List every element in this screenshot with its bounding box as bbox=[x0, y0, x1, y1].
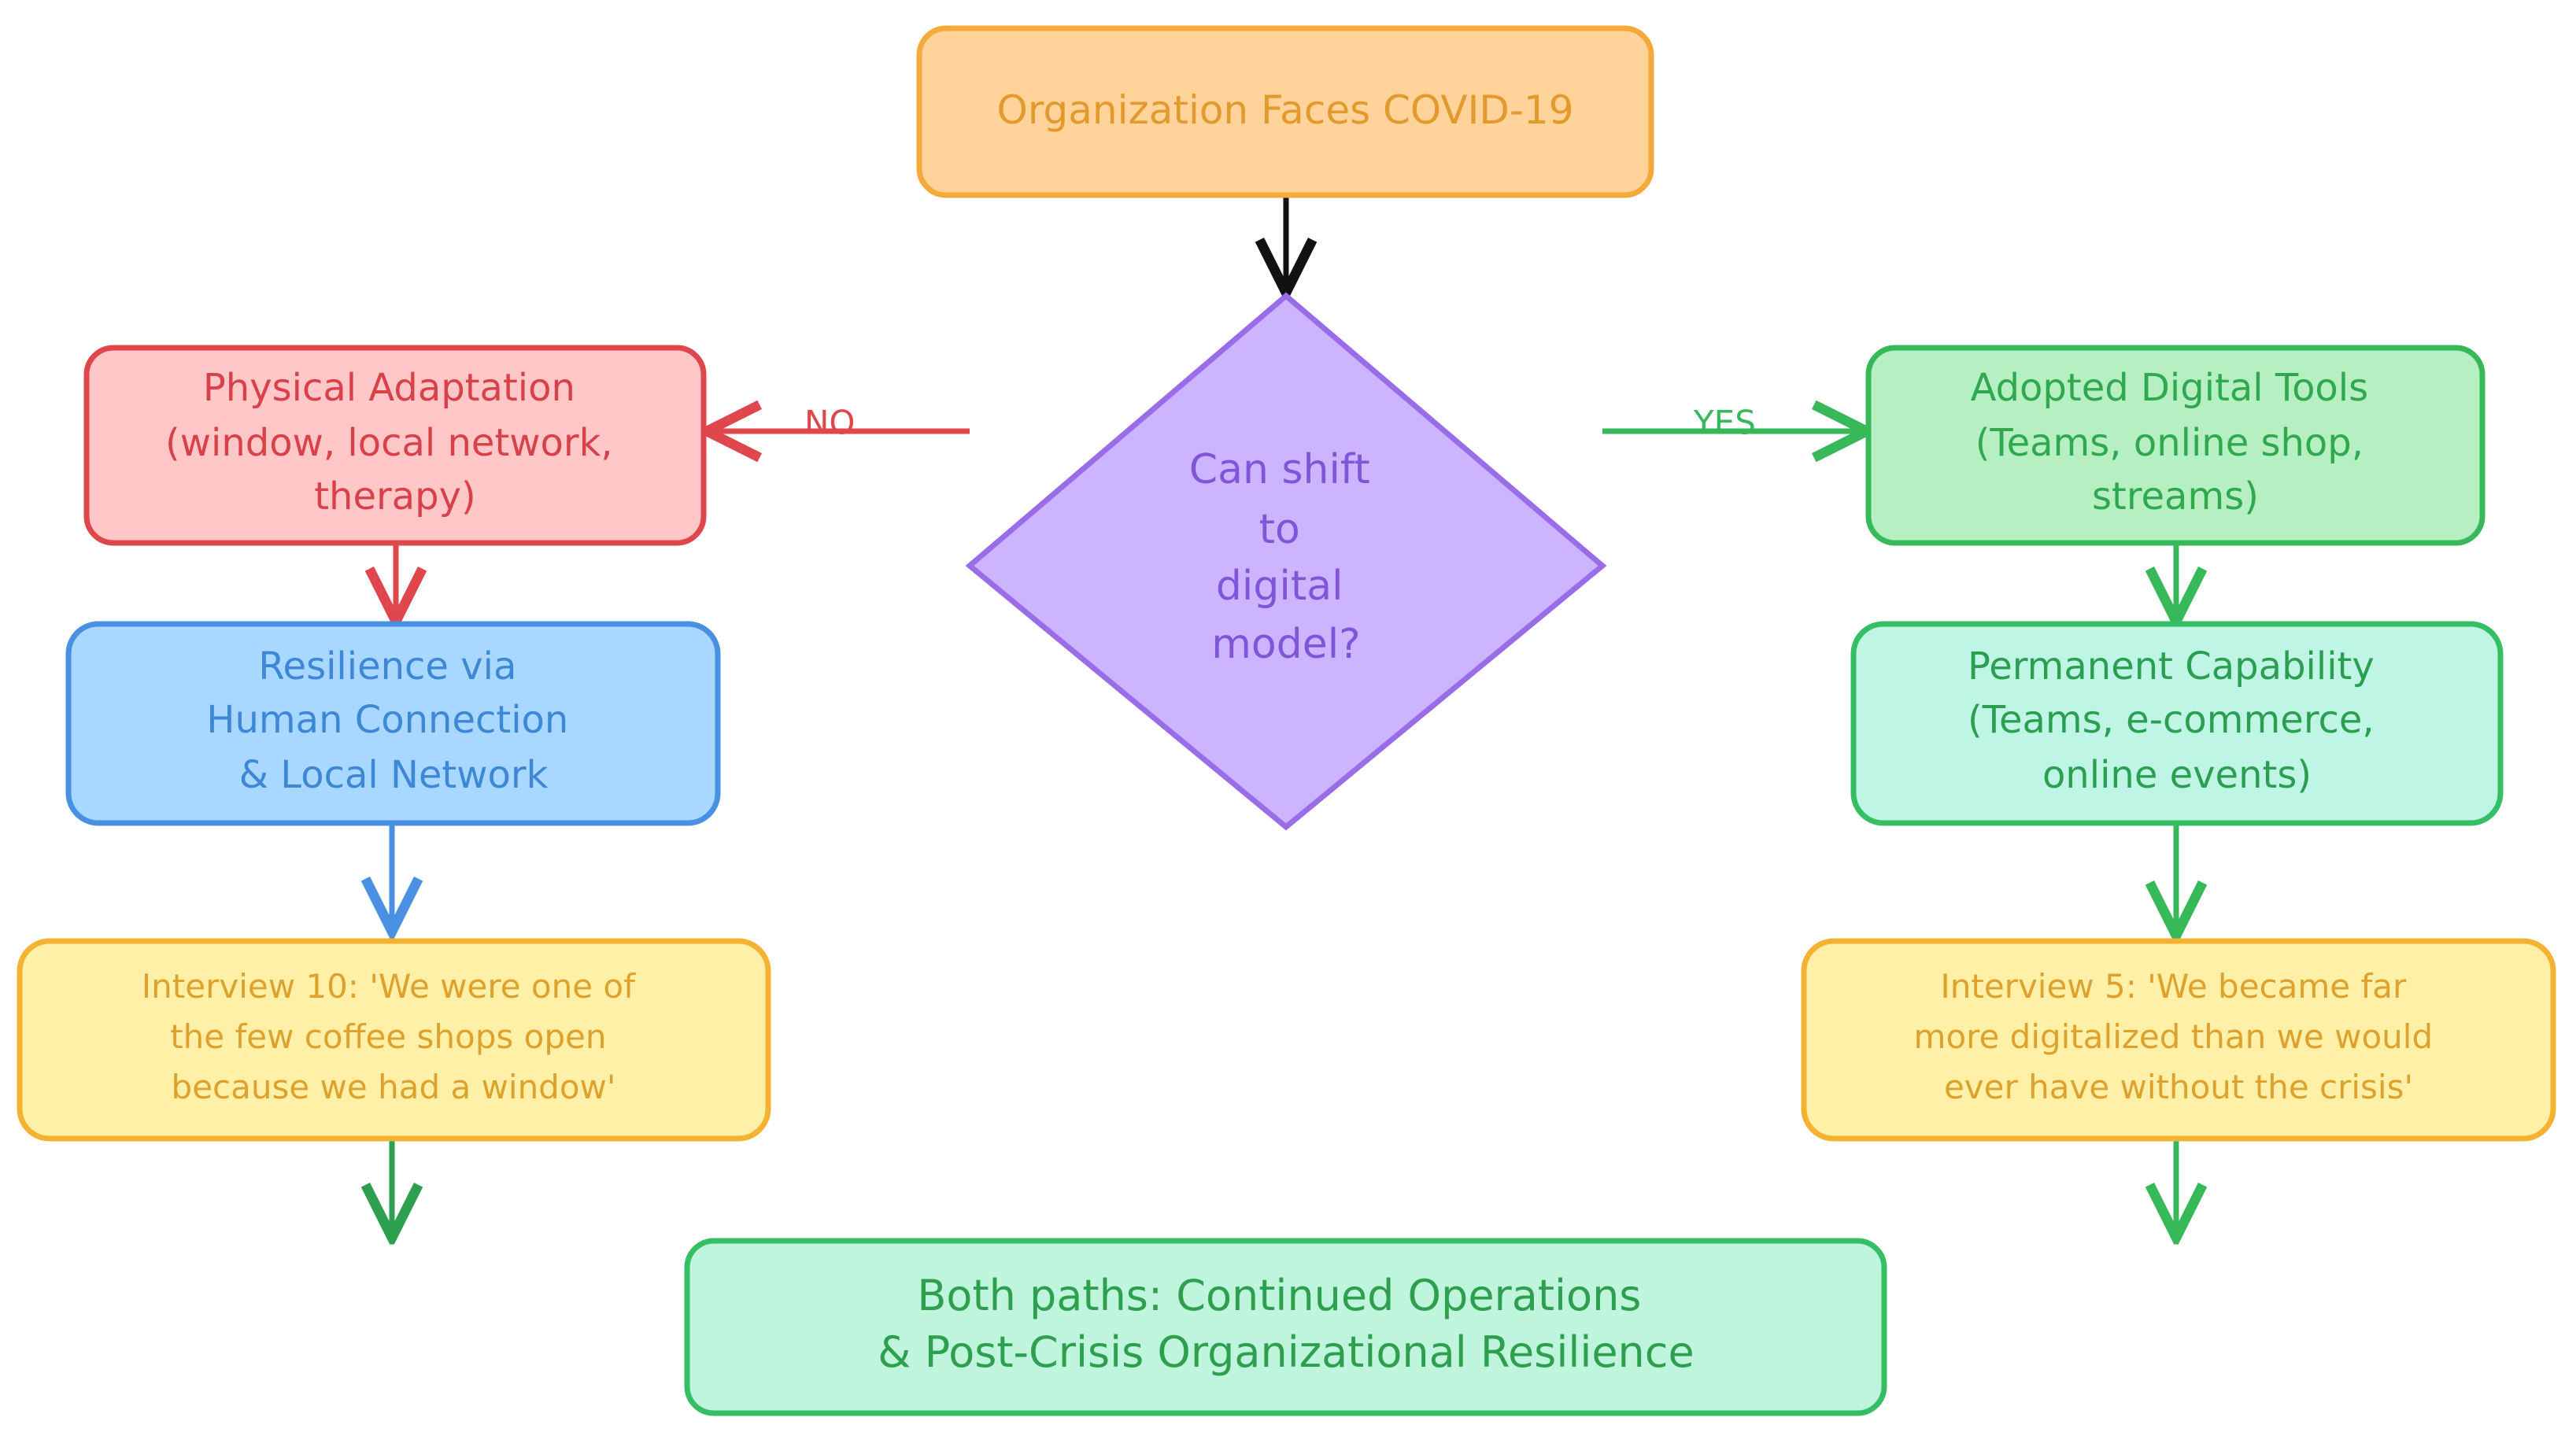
nodes: Organization Faces COVID-19 Can shift to… bbox=[17, 25, 2556, 1416]
node-resilience: Resilience via Human Connection & Local … bbox=[65, 621, 721, 826]
node-decision-label: Can shift to digital model? bbox=[1189, 446, 1383, 668]
edges: NO YES bbox=[392, 197, 2176, 1238]
node-interview10-label: Interview 10: 'We were one of the few co… bbox=[142, 967, 645, 1106]
node-start-border bbox=[916, 25, 1654, 198]
node-physical-border bbox=[83, 345, 707, 546]
node-resilience-line: Human Connection bbox=[206, 698, 568, 742]
node-interview10-box bbox=[20, 941, 768, 1139]
edge-label-yes: YES bbox=[1693, 404, 1756, 442]
node-digital-tools-box bbox=[1868, 348, 2482, 543]
node-decision-line: to bbox=[1259, 506, 1300, 553]
node-interview5-box bbox=[1804, 941, 2553, 1139]
node-decision-shape bbox=[970, 296, 1602, 827]
node-interview5: Interview 5: 'We became far more digital… bbox=[1801, 938, 2556, 1142]
node-interview5-line: more digitalized than we would bbox=[1914, 1017, 2434, 1056]
node-interview5-line: ever have without the crisis' bbox=[1944, 1068, 2413, 1106]
node-both-paths-box bbox=[687, 1241, 1884, 1413]
node-both-paths-line: & Post-Crisis Organizational Resilience bbox=[878, 1327, 1694, 1377]
node-start: Organization Faces COVID-19 bbox=[916, 25, 1654, 198]
node-digital-tools-label: Adopted Digital Tools (Teams, online sho… bbox=[1971, 366, 2381, 519]
node-permanent-border bbox=[1850, 621, 2504, 826]
node-permanent-box bbox=[1853, 624, 2500, 823]
node-digital-tools-line: streams) bbox=[2092, 474, 2259, 519]
node-digital-tools: Adopted Digital Tools (Teams, online sho… bbox=[1865, 345, 2485, 546]
node-resilience-line: & Local Network bbox=[239, 753, 549, 797]
node-decision-border bbox=[965, 292, 1607, 831]
node-both-paths: Both paths: Continued Operations & Post-… bbox=[684, 1238, 1887, 1416]
node-physical-box bbox=[87, 348, 704, 543]
node-resilience-line: Resilience via bbox=[258, 644, 516, 688]
node-decision: Can shift to digital model? bbox=[965, 292, 1607, 831]
node-start-label: Organization Faces COVID-19 bbox=[996, 87, 1573, 133]
node-permanent-line: Permanent Capability bbox=[1968, 644, 2375, 688]
node-physical-label: Physical Adaptation (window, local netwo… bbox=[165, 366, 625, 519]
node-interview10: Interview 10: 'We were one of the few co… bbox=[17, 938, 771, 1142]
node-physical-line: (window, local network, bbox=[165, 421, 613, 465]
node-decision-line: model? bbox=[1211, 621, 1361, 668]
node-both-paths-line: Both paths: Continued Operations bbox=[917, 1271, 1641, 1320]
node-physical: Physical Adaptation (window, local netwo… bbox=[83, 345, 707, 546]
node-resilience-border bbox=[65, 621, 721, 826]
node-permanent-line: online events) bbox=[2042, 753, 2312, 797]
node-digital-tools-line: Adopted Digital Tools bbox=[1971, 366, 2369, 410]
node-interview10-line: the few coffee shops open bbox=[170, 1017, 606, 1056]
node-both-paths-label: Both paths: Continued Operations & Post-… bbox=[878, 1271, 1694, 1377]
node-interview5-label: Interview 5: 'We became far more digital… bbox=[1914, 967, 2444, 1106]
node-permanent: Permanent Capability (Teams, e-commerce,… bbox=[1850, 621, 2504, 826]
node-physical-line: Physical Adaptation bbox=[203, 366, 575, 410]
node-both-paths-border bbox=[684, 1238, 1887, 1416]
node-physical-line: therapy) bbox=[314, 474, 476, 519]
node-interview5-border bbox=[1801, 938, 2556, 1142]
node-start-box bbox=[919, 28, 1651, 195]
node-start-line: Organization Faces COVID-19 bbox=[996, 87, 1573, 133]
edge-label-no: NO bbox=[804, 404, 855, 442]
node-permanent-label: Permanent Capability (Teams, e-commerce,… bbox=[1968, 644, 2386, 797]
node-interview10-line: because we had a window' bbox=[172, 1068, 616, 1106]
node-permanent-line: (Teams, e-commerce, bbox=[1968, 698, 2375, 742]
node-decision-line: Can shift bbox=[1189, 446, 1370, 493]
node-resilience-box bbox=[68, 624, 718, 823]
node-resilience-label: Resilience via Human Connection & Local … bbox=[206, 644, 580, 797]
node-interview5-line: Interview 5: 'We became far bbox=[1940, 967, 2407, 1006]
node-decision-line: digital bbox=[1216, 563, 1343, 610]
node-interview10-line: Interview 10: 'We were one of bbox=[142, 967, 636, 1006]
node-digital-tools-line: (Teams, online shop, bbox=[1975, 421, 2363, 465]
node-digital-tools-border bbox=[1865, 345, 2485, 546]
node-interview10-border bbox=[17, 938, 771, 1142]
